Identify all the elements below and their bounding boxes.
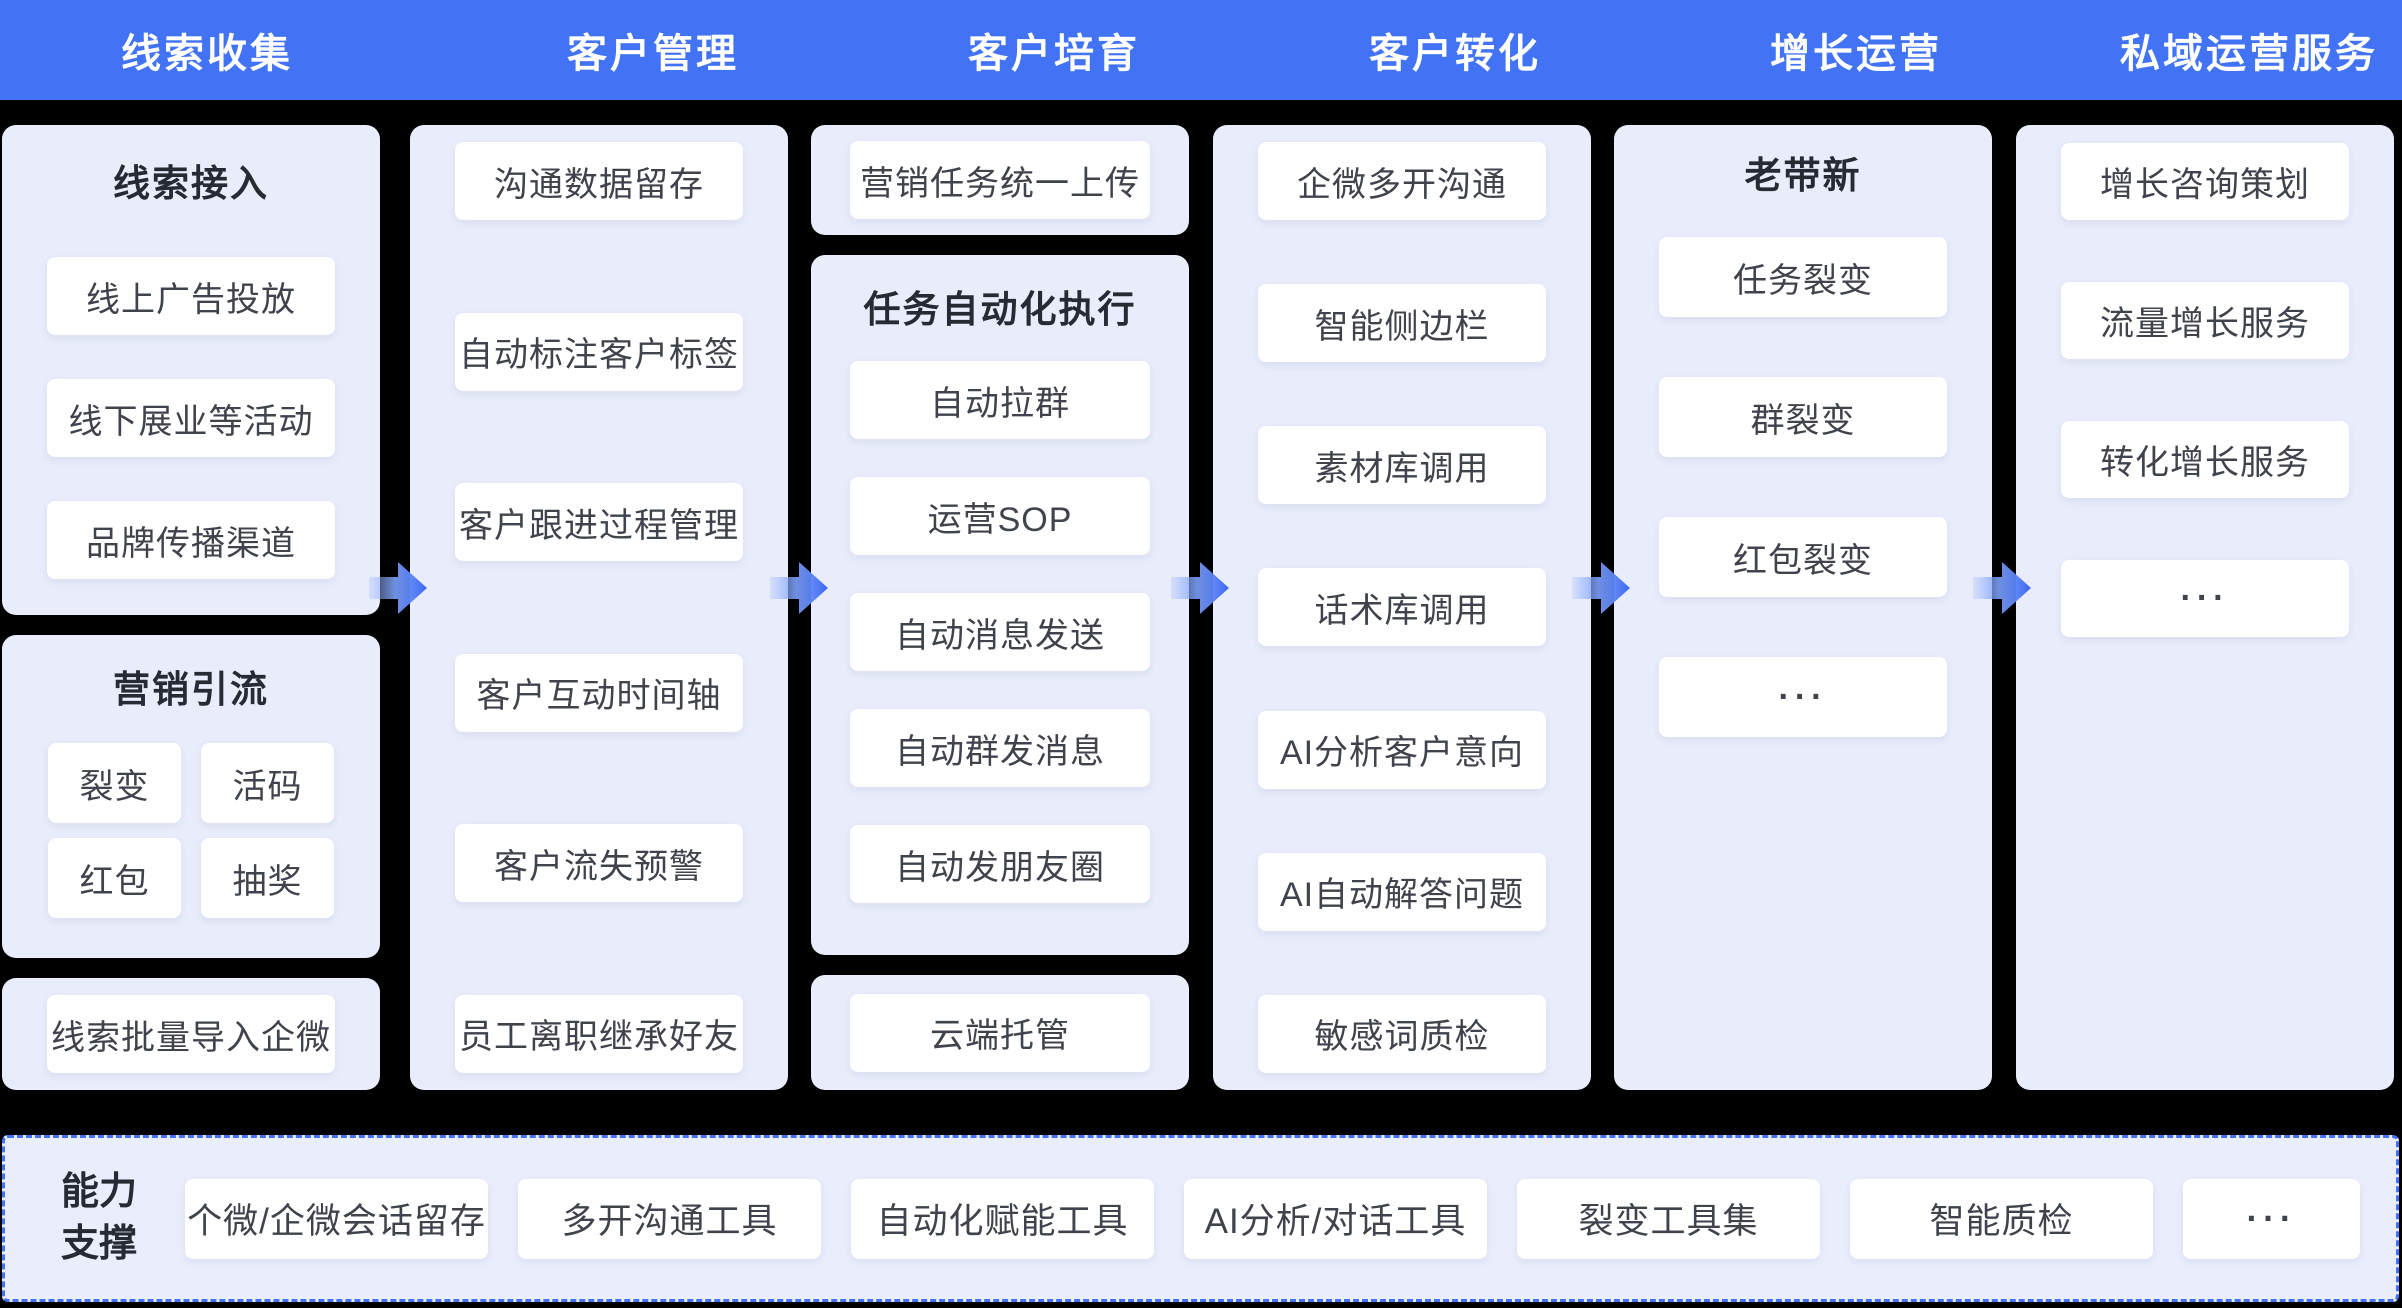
stage-banner-private-domain-services: 私域运营服务 <box>2000 0 2402 100</box>
feature-box: 红包 <box>48 838 181 918</box>
feature-box: 客户跟进过程管理 <box>455 483 743 562</box>
feature-box-ellipsis: ··· <box>1659 657 1947 737</box>
column-growth-operations: 老带新 任务裂变 群裂变 红包裂变 ··· <box>1614 125 1992 1090</box>
column-lead-collection: 线索接入 线上广告投放 线下展业等活动 品牌传播渠道 营销引流 裂变 活码 红包… <box>2 125 380 1090</box>
feature-box: AI分析客户意向 <box>1258 710 1546 789</box>
stage-banner-label: 增长运营 <box>1770 32 1942 76</box>
column-customer-nurturing: 营销任务统一上传 任务自动化执行 自动拉群 运营SOP 自动消息发送 自动群发消… <box>811 125 1189 1090</box>
stage-banner-label: 线索收集 <box>121 32 293 76</box>
feature-box: 素材库调用 <box>1258 426 1546 505</box>
panel-private-domain-services: 增长咨询策划 流量增长服务 转化增长服务 ··· <box>2016 125 2394 1090</box>
capability-box: 个微/企微会话留存 <box>185 1178 488 1259</box>
column-customer-management: 沟通数据留存 自动标注客户标签 客户跟进过程管理 客户互动时间轴 客户流失预警 … <box>410 125 788 1090</box>
column-private-domain-services: 增长咨询策划 流量增长服务 转化增长服务 ··· <box>2016 125 2394 1090</box>
feature-box: 抽奖 <box>201 838 334 918</box>
capability-box-ellipsis: ··· <box>2183 1178 2360 1259</box>
feature-box: 员工离职继承好友 <box>455 994 743 1073</box>
capability-bar-label: 能力支撑 <box>60 1171 137 1265</box>
column-customer-conversion: 企微多开沟通 智能侧边栏 素材库调用 话术库调用 AI分析客户意向 AI自动解答… <box>1213 125 1591 1090</box>
feature-box: 客户互动时间轴 <box>455 653 743 732</box>
feature-box: 任务裂变 <box>1659 237 1947 317</box>
feature-box: 红包裂变 <box>1659 517 1947 597</box>
panel-customer-management: 沟通数据留存 自动标注客户标签 客户跟进过程管理 客户互动时间轴 客户流失预警 … <box>410 125 788 1090</box>
feature-box: 话术库调用 <box>1258 568 1546 647</box>
flow-arrow-icon <box>770 556 830 620</box>
feature-box: 自动群发消息 <box>850 709 1150 787</box>
capability-box: 智能质检 <box>1850 1178 2153 1259</box>
feature-box: 线上广告投放 <box>47 257 335 335</box>
stage-banner-lead-collection: 线索收集 <box>0 0 449 100</box>
feature-box: 流量增长服务 <box>2061 282 2349 359</box>
stage-banner-label: 客户培育 <box>968 32 1140 76</box>
flow-arrow-icon <box>1973 556 2033 620</box>
panel-lead-import: 线索批量导入企微 <box>2 978 380 1090</box>
feature-box: 活码 <box>201 743 334 823</box>
feature-box: 线下展业等活动 <box>47 379 335 457</box>
feature-box: 营销任务统一上传 <box>850 141 1150 219</box>
panel-lead-access: 线索接入 线上广告投放 线下展业等活动 品牌传播渠道 <box>2 125 380 615</box>
feature-box: 智能侧边栏 <box>1258 284 1546 363</box>
panel-task-upload: 营销任务统一上传 <box>811 125 1189 235</box>
feature-box: 敏感词质检 <box>1258 994 1546 1073</box>
feature-box-ellipsis: ··· <box>2061 560 2349 637</box>
feature-box: 裂变 <box>48 743 181 823</box>
stage-banner-label: 客户管理 <box>567 32 739 76</box>
stage-banner-label: 私域运营服务 <box>2120 32 2378 76</box>
feature-box: 线索批量导入企微 <box>47 995 335 1073</box>
feature-box: 品牌传播渠道 <box>47 501 335 579</box>
capability-support-bar: 能力支撑 个微/企微会话留存 多开沟通工具 自动化赋能工具 AI分析/对话工具 … <box>2 1135 2399 1302</box>
flow-arrow-icon <box>1572 556 1632 620</box>
feature-box: 客户流失预警 <box>455 824 743 903</box>
feature-box: 自动发朋友圈 <box>850 825 1150 903</box>
panel-title-lead-access: 线索接入 <box>113 163 269 204</box>
feature-box: 群裂变 <box>1659 377 1947 457</box>
feature-box: 自动拉群 <box>850 361 1150 439</box>
panel-referral: 老带新 任务裂变 群裂变 红包裂变 ··· <box>1614 125 1992 1090</box>
panel-title-task-automation: 任务自动化执行 <box>863 289 1137 330</box>
capability-box: 多开沟通工具 <box>518 1178 821 1259</box>
flow-arrow-icon <box>1171 556 1231 620</box>
flow-arrow-icon <box>369 556 429 620</box>
feature-box: 企微多开沟通 <box>1258 142 1546 220</box>
feature-box: 云端托管 <box>850 993 1150 1072</box>
panel-cloud-hosting: 云端托管 <box>811 975 1189 1090</box>
feature-box: 自动标注客户标签 <box>455 312 743 391</box>
panel-title-referral: 老带新 <box>1744 155 1862 196</box>
panel-customer-conversion: 企微多开沟通 智能侧边栏 素材库调用 话术库调用 AI分析客户意向 AI自动解答… <box>1213 125 1591 1090</box>
panel-marketing-attraction: 营销引流 裂变 活码 红包 抽奖 <box>2 635 380 958</box>
panel-task-automation: 任务自动化执行 自动拉群 运营SOP 自动消息发送 自动群发消息 自动发朋友圈 <box>811 255 1189 955</box>
feature-box: 运营SOP <box>850 477 1150 555</box>
feature-box: AI自动解答问题 <box>1258 852 1546 931</box>
feature-box: 转化增长服务 <box>2061 421 2349 498</box>
feature-box: 沟通数据留存 <box>455 142 743 220</box>
capability-box: AI分析/对话工具 <box>1184 1178 1487 1259</box>
stage-banner-label: 客户转化 <box>1369 32 1541 76</box>
panel-title-marketing-attraction: 营销引流 <box>113 669 269 710</box>
capability-box: 裂变工具集 <box>1517 1178 1820 1259</box>
feature-box: 增长咨询策划 <box>2061 143 2349 220</box>
capability-box: 自动化赋能工具 <box>851 1178 1154 1259</box>
feature-box: 自动消息发送 <box>850 593 1150 671</box>
